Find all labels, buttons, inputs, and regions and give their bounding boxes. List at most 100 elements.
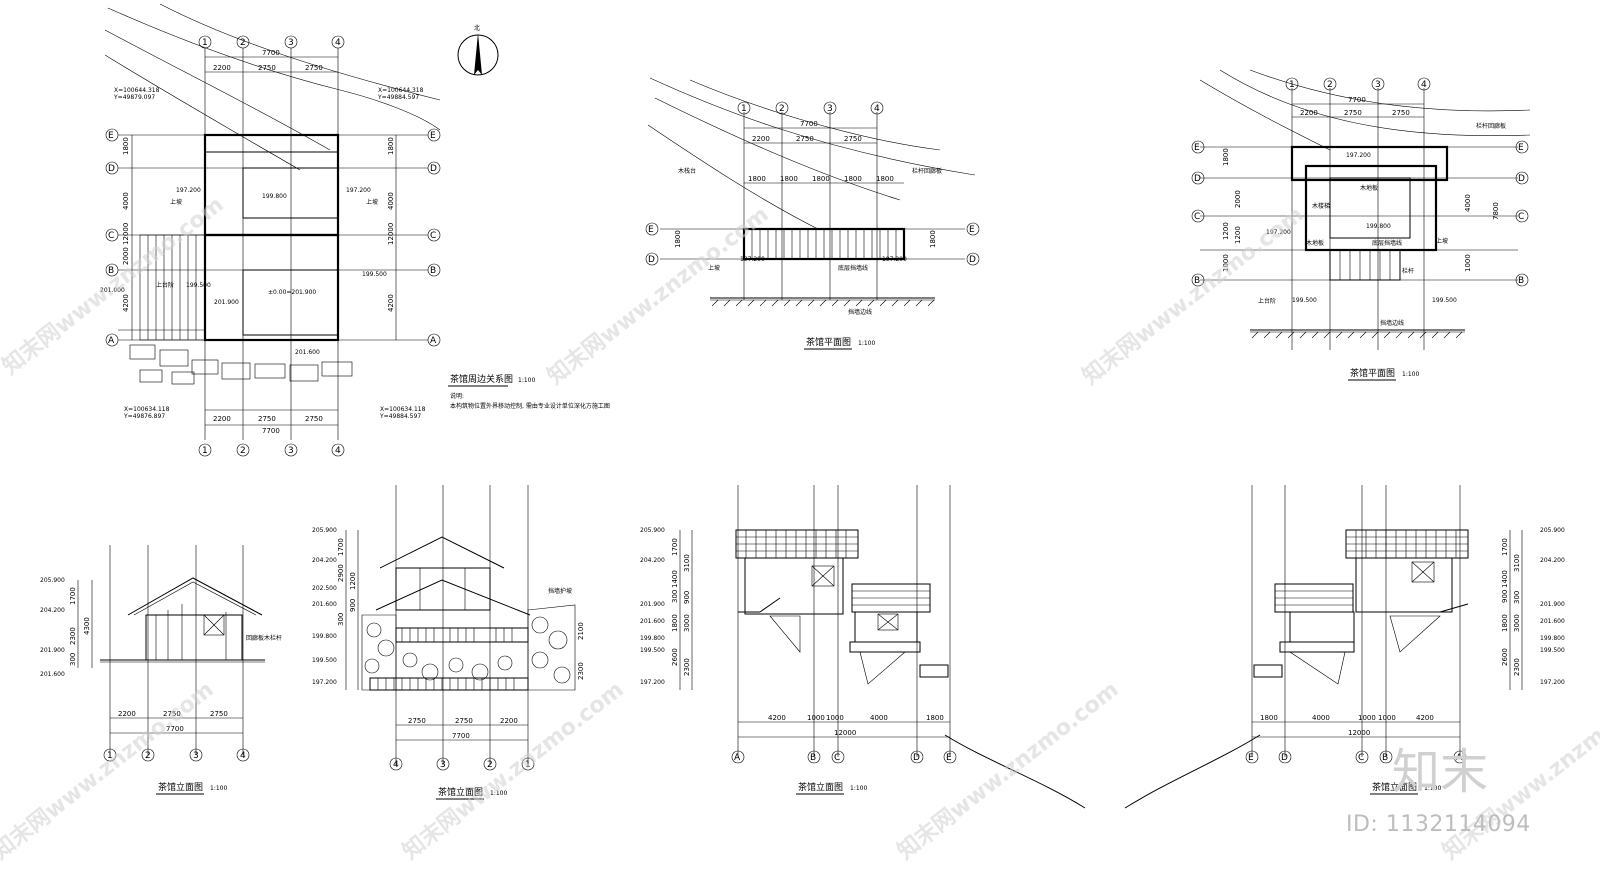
fp1-dim-1: 2200 [752,135,770,143]
fp2-title: 茶馆平面图 [1350,367,1395,379]
e4-vdim-4: 900 [1501,590,1509,603]
deck-hatch [118,234,206,341]
fp2-axis-1: 1 [1289,80,1295,90]
fp2-dim-3: 2750 [1392,109,1410,117]
fp1-axis-D-right: D [969,255,976,265]
e2-level-6: 199.500 [312,657,337,664]
e4-axis-E: E [1248,753,1254,763]
site-label-2: 上坡 [366,198,378,206]
e4-axis-A: A [1456,753,1463,763]
e4-axis-D: D [1281,753,1288,763]
e3-vdim-1: 1700 [671,538,679,556]
e1-hdim-4: 7700 [166,725,184,733]
fp2-side-dim-3: 4000 [1464,194,1472,212]
fp1-title: 茶馆平面图 [806,336,851,348]
site-dim-2: 2750 [258,64,276,72]
e3-level-7: 197.200 [640,679,665,686]
e3-axis-A: A [734,753,741,763]
site-dim-b1: 2200 [213,415,231,423]
floor-plan-2: 7700 2200 2750 2750 栏杆回廊板 木地板 木地板 底层挡墙线 … [1191,69,1531,381]
e2-vdim-6: 2100 [577,622,585,640]
site-side-dim-r1: 1800 [387,137,395,155]
e4-vdim-3: 1400 [1501,570,1509,588]
site-level-9: 201.600 [295,349,320,356]
fp2-axis-bubbles: 1 2 3 4 E D C B E D C B [1191,77,1529,287]
e4-hdim-5: 4200 [1416,714,1434,722]
fp2-level-5: 199.500 [1432,297,1457,304]
fp2-dim-2: 2750 [1344,109,1362,117]
e3-vdim-2: 3100 [683,554,691,572]
e4-level-1: 205.900 [1540,527,1565,534]
site-level-5: 201.000 [100,287,125,294]
e4-level-3: 201.900 [1540,601,1565,608]
e4-level-2: 204.200 [1540,557,1565,564]
e2-vdim-1: 1700 [337,538,345,556]
e4-axis-C: C [1358,753,1364,763]
e2-vdim-5: 300 [337,613,345,626]
fp2-level-2: 199.800 [1366,223,1391,230]
axis-1-top: 1 [202,38,208,48]
watermark-6: 知末网www.znzmo.com [893,676,1124,864]
e4-hdim-6: 12000 [1348,729,1370,737]
axis-C-left: C [108,231,114,241]
fp1-level-2: 197.200 [882,256,907,263]
e2-axis-4: 1 [525,760,531,770]
e4-hdim-2: 4000 [1312,714,1330,722]
axis-2-top: 2 [240,38,246,48]
e4-scale: 1:100 [1424,785,1441,792]
e3-level-5: 199.800 [640,635,665,642]
e3-hdim-4: 4000 [870,714,888,722]
e2-level-5: 199.800 [312,633,337,640]
fp2-side-dim-4: 1200 [1222,222,1230,240]
fp2-label-9: 上坡 [1436,237,1448,245]
fp2-axis-D-right: D [1518,174,1525,184]
watermark-group: 知末网www.znzmo.com 知末网www.znzmo.com 知末网www… [0,191,1600,864]
e3-axis-E: E [946,753,952,763]
fp2-axis-2: 2 [1327,80,1333,90]
e4-level-6: 199.500 [1540,647,1565,654]
fp2-label-2: 木地板 [1360,184,1378,192]
e2-axis-3: 2 [487,760,493,770]
e3-vdim-8: 2600 [671,648,679,666]
axis-4-bottom: 4 [335,446,341,456]
fp1-axis-E-right: E [969,225,975,235]
site-dim-1: 2200 [213,64,231,72]
site-level-2: 199.800 [262,193,287,200]
site-plan-scale: 1:100 [518,377,535,384]
site-side-dim-r2: 4000 [387,192,395,210]
deck-hatch-1 [751,229,897,259]
e3-axis-B: B [810,753,816,763]
floor-plan-1: 7700 2200 2750 2750 1800 1800 1800 1800 … [645,77,980,350]
e3-vdim-7: 1800 [671,614,679,632]
e1-level-3: 201.900 [40,647,65,654]
site-axis-bubbles: 1 2 3 4 1 2 3 4 E D C B A E D C B A [105,35,441,457]
e3-roof-tiles [736,530,858,558]
e4-level-4: 201.600 [1540,618,1565,625]
fp2-level-3: 197.200 [1266,229,1291,236]
site-plan: X=100644.318 Y=49879.097 X=100644.318 Y=… [100,3,610,457]
coord-se-y: Y=49884.597 [379,413,421,420]
fp2-dim-total: 7700 [1348,96,1366,104]
fp2-label-7: 挡墙边线 [1380,319,1404,327]
e1-label: 回廊板木栏杆 [246,634,282,642]
axis-C-right: C [430,231,436,241]
site-dim-b2: 2750 [258,415,276,423]
fp1-level-1: 197.200 [740,256,765,263]
axis-D-left: D [108,164,115,174]
axis-E-left: E [108,131,114,141]
fp2-label-1: 栏杆回廊板 [1476,122,1506,130]
e1-vdim-1: 1700 [69,587,77,605]
e2-vdim-7: 2300 [577,662,585,680]
axis-1-bottom: 1 [202,446,208,456]
site-side-dim-r5: 4200 [387,294,395,312]
site-note-text: 本构筑物位置外界移动控制, 需由专业设计单位深化方施工图 [450,402,610,410]
site-level-8: ±0.00=201.900 [268,289,316,296]
fp2-axis-3: 3 [1375,80,1381,90]
brand-logo-text: 知末 [1392,744,1488,800]
fp1-label-5: 上坡 [708,264,720,272]
e4-vdim-7: 1800 [1501,614,1509,632]
e3-hdim-3: 1000 [826,714,844,722]
axis-3-top: 3 [288,38,294,48]
axis-A-right: A [430,336,437,346]
fp2-side-dim-1: 1800 [1222,148,1230,166]
